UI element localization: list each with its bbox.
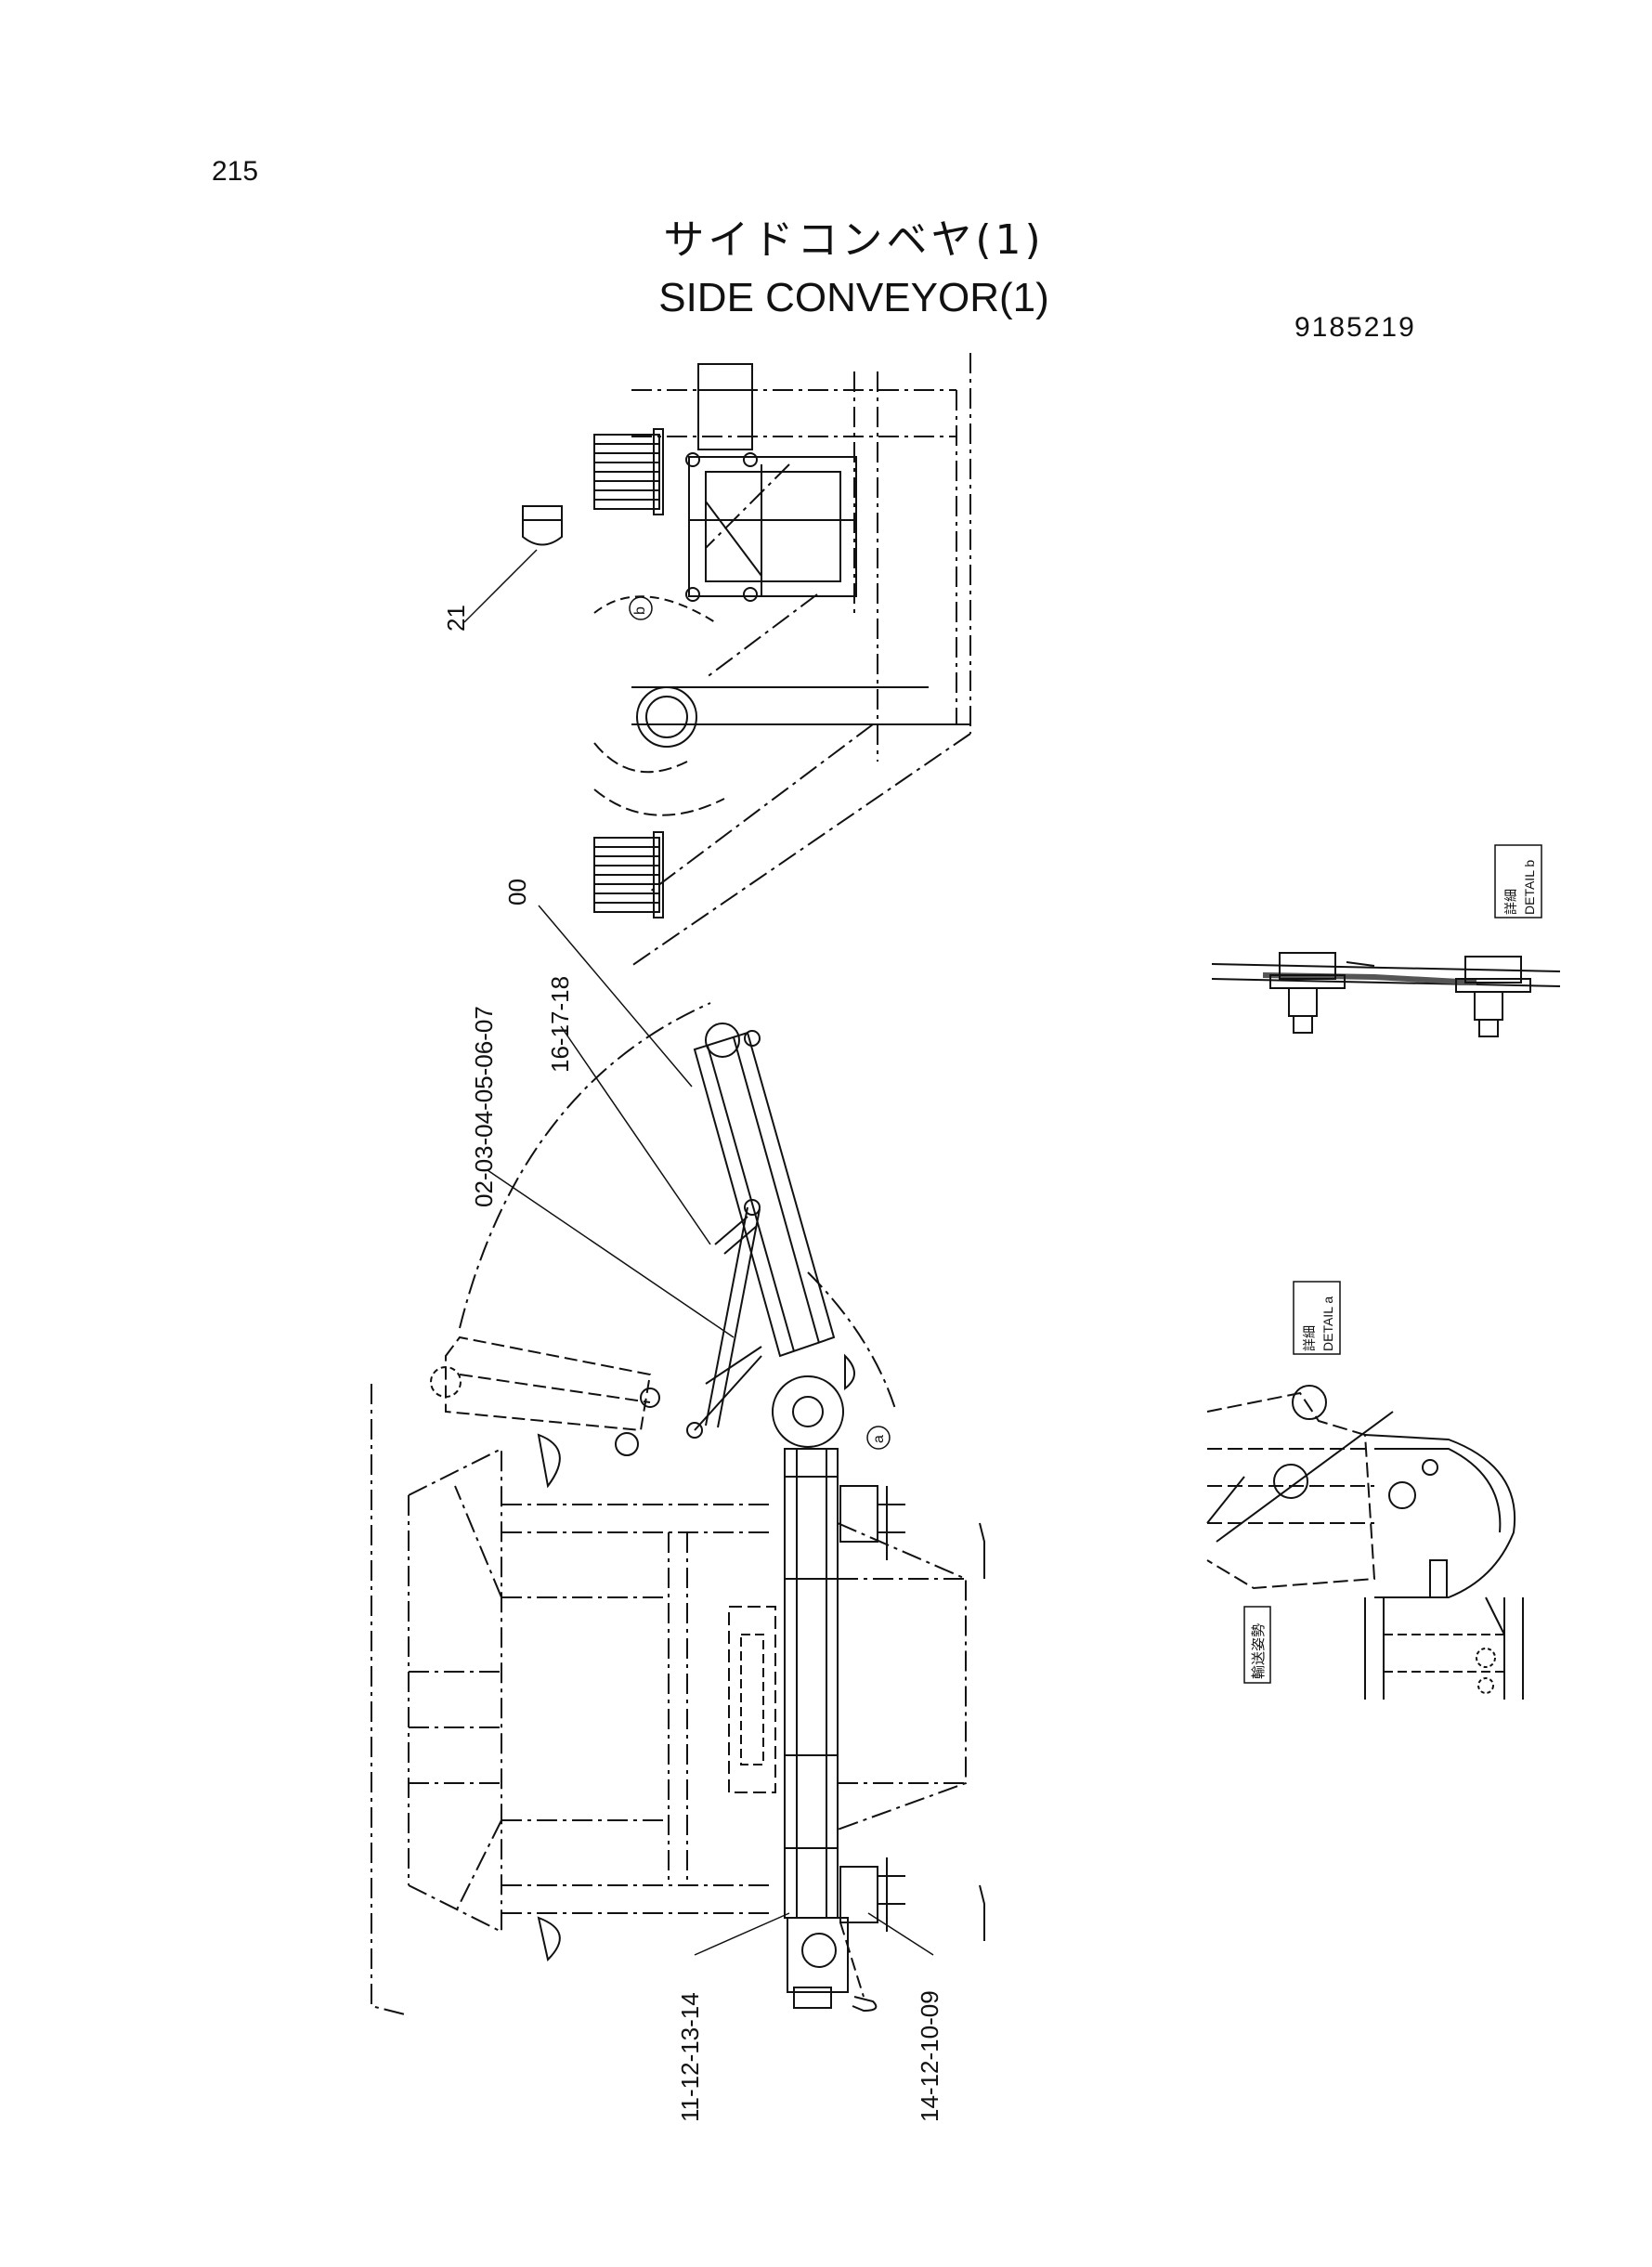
callout-21: 21 — [442, 605, 470, 632]
detail-b-en: DETAIL b — [1522, 860, 1537, 915]
title-japanese: サイドコンベヤ(1) — [663, 216, 1045, 264]
detail-a-view — [1206, 1385, 1524, 1700]
detail-b-jp: 詳細 — [1503, 889, 1518, 915]
marker-a: a — [871, 1435, 887, 1443]
spring-upper — [593, 428, 664, 515]
callout-02-07: 02-03-04-05-06-07 — [470, 1006, 498, 1207]
marker-b: b — [632, 606, 648, 615]
page-number: 215 — [212, 156, 259, 187]
transport-posture-text: 輸送姿勢 — [1251, 1623, 1267, 1679]
detail-a-jp: 詳細 — [1302, 1325, 1317, 1351]
callout-14-12-10-09: 14-12-10-09 — [916, 1990, 943, 2122]
main-conveyor-view — [371, 1002, 985, 2016]
detail-a-label: 詳細 DETAIL a — [1293, 1281, 1341, 1355]
callout-16-17-18: 16-17-18 — [546, 976, 574, 1073]
upper-assembly-view — [593, 353, 971, 967]
detail-a-en: DETAIL a — [1320, 1296, 1335, 1351]
transport-posture-label: 輸送姿勢 — [1243, 1606, 1271, 1684]
callout-11-12-13-14: 11-12-13-14 — [676, 1992, 704, 2122]
title-english: SIDE CONVEYOR(1) — [658, 275, 1049, 320]
document-code: 9185219 — [1294, 312, 1416, 343]
spring-lower — [593, 831, 664, 919]
part-21-cap — [463, 505, 563, 623]
detail-b-view — [1211, 952, 1561, 1037]
detail-b-label: 詳細 DETAIL b — [1494, 844, 1542, 919]
callout-00: 00 — [503, 879, 531, 905]
